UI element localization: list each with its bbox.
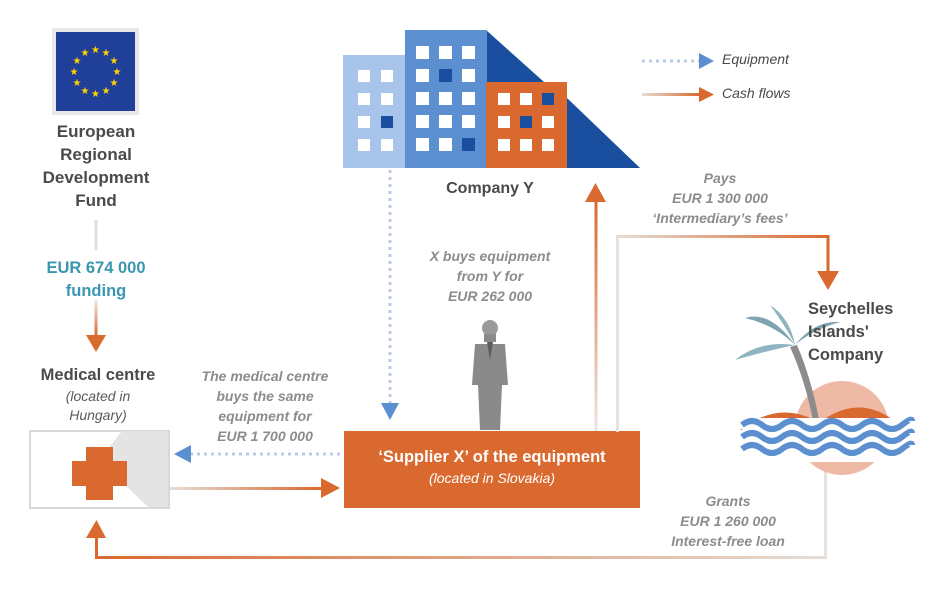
- x-buys-label: X buys equipment from Y for EUR 262 000: [405, 246, 575, 306]
- erdf-label-line: Fund: [75, 191, 117, 210]
- pays-line: Pays: [703, 170, 737, 186]
- x-buys-line: X buys equipment: [429, 248, 551, 264]
- erdf-label-line: European: [56, 122, 136, 141]
- funding-text: funding: [65, 282, 127, 300]
- company-y-label: Company Y: [446, 180, 534, 197]
- funding-label: EUR 674 000 funding: [26, 257, 166, 303]
- medical-buys-line: buys the same: [216, 388, 314, 404]
- medical-cross-icon: [29, 430, 170, 509]
- supplier-location: (located in Slovakia): [428, 470, 556, 486]
- svg-text:★: ★: [81, 86, 90, 97]
- svg-text:★: ★: [110, 78, 119, 89]
- svg-text:★: ★: [102, 86, 111, 97]
- grants-description: Interest-free loan: [671, 533, 785, 549]
- svg-text:★: ★: [102, 48, 111, 59]
- medical-centre-title: Medical centre: [40, 366, 156, 384]
- medical-buys-label: The medical centre buys the same equipme…: [185, 366, 345, 446]
- svg-text:★: ★: [73, 78, 82, 89]
- erdf-label-line: Regional: [60, 145, 132, 164]
- seychelles-label-line: Company: [808, 346, 884, 364]
- cash-arrow-medical-to-x: [170, 478, 340, 498]
- funding-amount: EUR 674 000: [46, 259, 146, 277]
- legend-equipment-arrow: [642, 53, 714, 69]
- grants-amount: EUR 1 260 000: [680, 513, 776, 529]
- medical-buys-line: The medical centre: [201, 368, 329, 384]
- seychelles-label-line: Islands': [808, 323, 869, 341]
- palm-island-icon: [735, 305, 915, 475]
- svg-text:★: ★: [73, 56, 82, 67]
- pays-description: ‘Intermediary’s fees’: [652, 210, 788, 226]
- medical-centre-location: Hungary): [69, 407, 127, 423]
- grants-label: Grants EUR 1 260 000 Interest-free loan: [648, 491, 808, 551]
- medical-centre-label: Medical centre (located in Hungary): [18, 364, 178, 425]
- x-buys-amount: EUR 262 000: [447, 288, 533, 304]
- cash-arrow-seychelles-to-medical: [86, 455, 827, 559]
- eu-flag-icon: ★ ★ ★ ★ ★ ★ ★ ★ ★ ★ ★ ★: [52, 28, 139, 115]
- medical-buys-line: equipment for: [218, 408, 312, 424]
- erdf-label-line: Development: [42, 168, 150, 187]
- svg-text:★: ★: [81, 48, 90, 59]
- grants-line: Grants: [705, 493, 751, 509]
- supplier-box: [344, 431, 640, 508]
- seychelles-label-line: Seychelles: [808, 300, 894, 318]
- buildings-icon: [343, 30, 640, 168]
- svg-text:★: ★: [70, 67, 79, 78]
- erdf-label: European Regional Development Fund: [26, 120, 166, 212]
- cash-arrow-x-to-seychelles: [616, 235, 839, 432]
- pays-label: Pays EUR 1 300 000 ‘Intermediary’s fees’: [630, 168, 810, 228]
- svg-text:★: ★: [91, 45, 100, 56]
- legend-cashflow-arrow: [642, 87, 714, 102]
- medical-buys-amount: EUR 1 700 000: [217, 428, 313, 444]
- svg-text:★: ★: [110, 56, 119, 67]
- supplier-label: ‘Supplier X’ of the equipment (located i…: [344, 446, 640, 488]
- equipment-arrow-x-to-medical: [174, 445, 340, 463]
- legend-equipment-label: Equipment: [722, 51, 789, 67]
- seychelles-label: Seychelles Islands' Company: [808, 298, 928, 367]
- supplier-title: ‘Supplier X’ of the equipment: [378, 448, 606, 466]
- svg-text:★: ★: [113, 67, 122, 78]
- medical-centre-location: (located in: [65, 388, 131, 404]
- svg-text:★: ★: [91, 89, 100, 100]
- pays-amount: EUR 1 300 000: [672, 190, 768, 206]
- x-buys-line: from Y for: [456, 268, 524, 284]
- businessman-icon: [472, 320, 508, 430]
- funding-arrow: [86, 220, 106, 352]
- cash-arrow-x-to-y: [585, 183, 606, 432]
- equipment-arrow-y-to-x: [381, 170, 399, 420]
- legend-cashflows-label: Cash flows: [722, 85, 791, 101]
